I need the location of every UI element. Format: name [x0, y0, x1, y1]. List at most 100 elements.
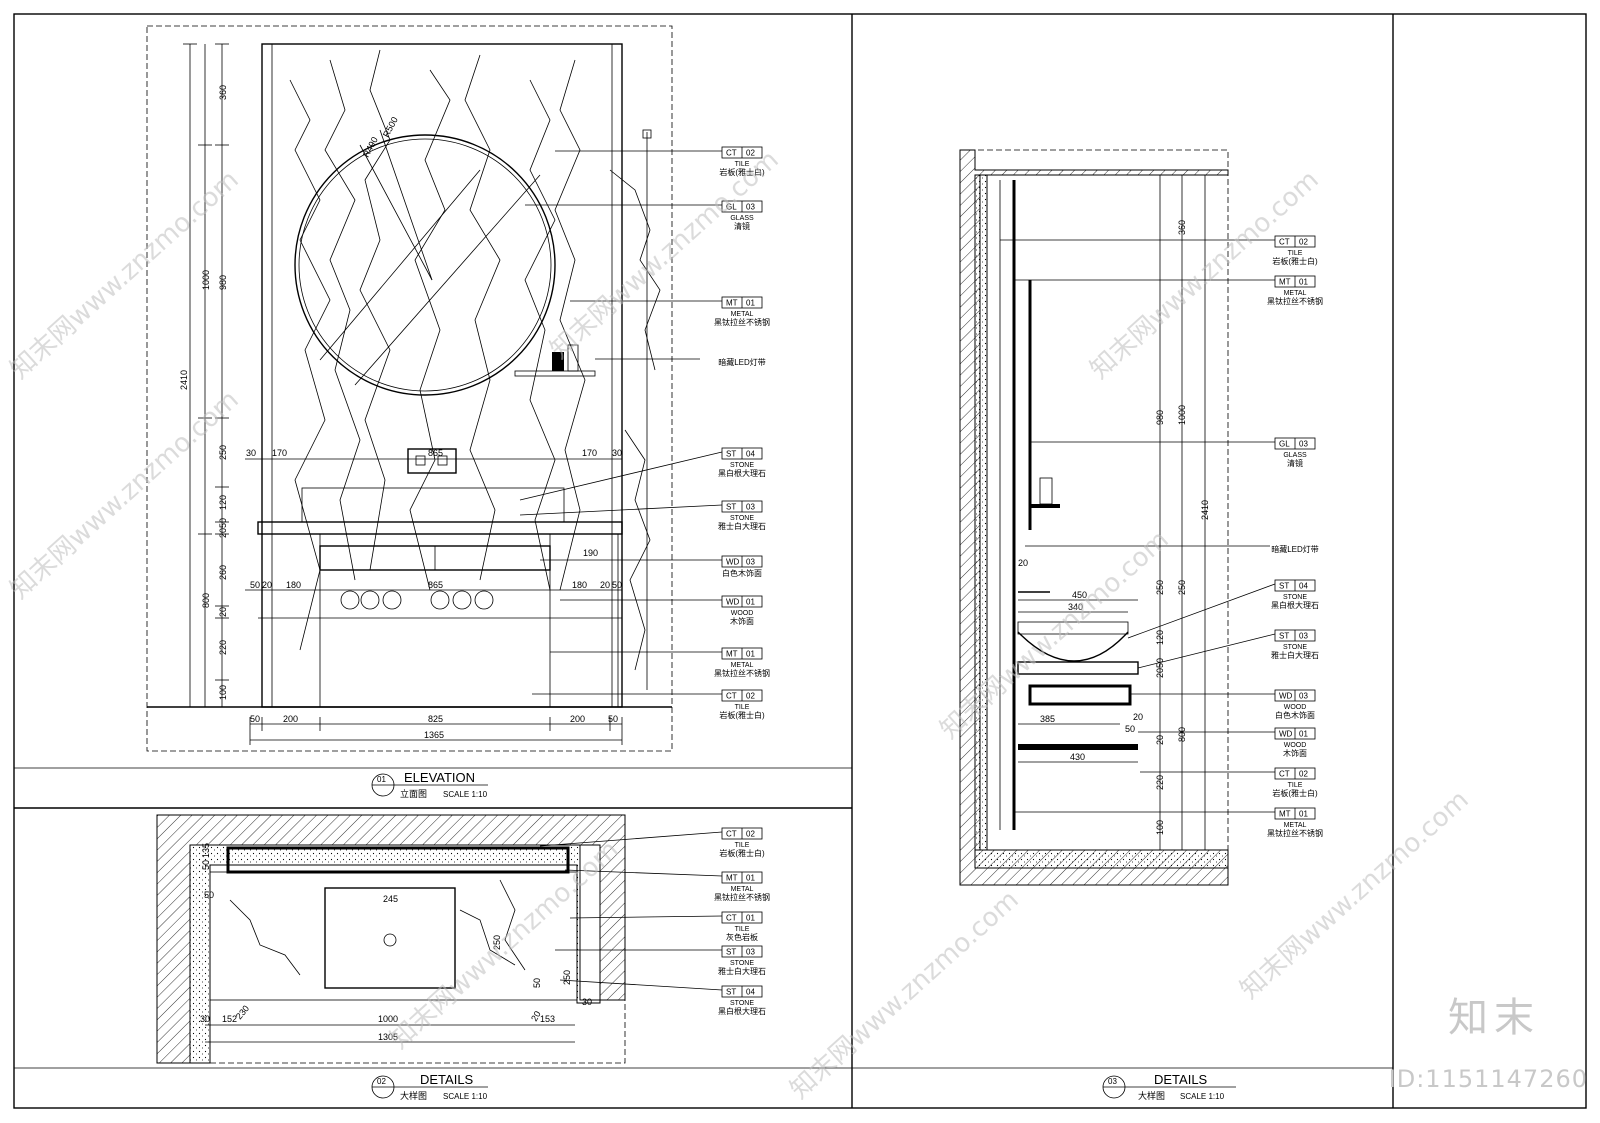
- radius-leader-2: [359, 144, 433, 281]
- dim-inner-50a: 50: [250, 580, 260, 590]
- tag-number: 03: [746, 203, 755, 212]
- decor-towel-rolls: [340, 590, 494, 610]
- tag-code: WD: [726, 558, 740, 567]
- brand-watermark: 知末: [1448, 995, 1540, 1041]
- tag-number: 01: [746, 914, 755, 923]
- tag-chinese: 暗藏LED灯带: [1271, 544, 1319, 554]
- watermark-text: 知末网www.znzmo.com: [5, 385, 245, 605]
- tag-chinese: 黑钛拉丝不锈钢: [714, 317, 770, 327]
- faucet-plate: [407, 448, 457, 474]
- plan-dim-135: 135: [201, 843, 211, 858]
- sheet-border: [13, 13, 1587, 1109]
- plan-dim-30b: 30: [582, 997, 592, 1007]
- tag-code: ST: [726, 988, 736, 997]
- tag-english: STONE: [730, 462, 754, 469]
- tag-english: GLASS: [730, 215, 754, 222]
- tag-chinese: 黑钛拉丝不锈钢: [714, 892, 770, 902]
- tag-number: 01: [746, 650, 755, 659]
- tag-number: 01: [1299, 730, 1308, 739]
- section-dim-120: 120: [1155, 630, 1165, 645]
- tag-code: ST: [1279, 632, 1289, 641]
- tag-code: WD: [1279, 730, 1293, 739]
- section-basin: [1017, 631, 1129, 662]
- tag-english: WOOD: [731, 610, 754, 617]
- tag-code: ST: [726, 503, 736, 512]
- dim-inner-170b: 170: [582, 448, 597, 458]
- tag-chinese: 清镜: [1287, 458, 1303, 468]
- round-mirror: [294, 134, 556, 396]
- tag-code: CT: [1279, 770, 1290, 779]
- section-leaders: [1000, 239, 1276, 813]
- watermark-text: 知末网www.znzmo.com: [785, 885, 1025, 1105]
- caption-view-03: 03 DETAILS 大样图 SCALE 1:10: [1102, 1072, 1236, 1101]
- tag-english: TILE: [735, 926, 750, 933]
- tag-chinese: 岩板(雅士白): [1272, 788, 1318, 798]
- dim-980: 980: [218, 275, 228, 290]
- dim-100: 100: [218, 685, 228, 700]
- plan-dim-250b: 250: [562, 970, 572, 985]
- tag-code: ST: [726, 948, 736, 957]
- section-lower-shelf: [1018, 744, 1138, 750]
- tag-code: MT: [726, 874, 738, 883]
- dim-220: 220: [218, 640, 228, 655]
- tag-number: 02: [746, 149, 755, 158]
- tag-code: CT: [726, 149, 737, 158]
- elevation-leaders: [519, 150, 723, 695]
- tag-chinese: 白色木饰面: [722, 568, 762, 578]
- caption-title: DETAILS: [420, 1072, 474, 1087]
- plan-basin: [324, 887, 456, 989]
- caption-subtitle: 立面图: [400, 788, 427, 799]
- material-tag: 暗藏LED灯带: [718, 357, 766, 367]
- section-dim-20a: 20: [1018, 558, 1028, 568]
- dim-2050: 2050: [218, 518, 228, 538]
- section-dim-980: 980: [1155, 410, 1165, 425]
- dim-inner-50b: 50: [612, 580, 622, 590]
- section-dim-250a: 250: [1155, 580, 1165, 595]
- bottle-2: [567, 344, 579, 372]
- marble-veining: [289, 49, 661, 671]
- watermark-text: 知末网www.znzmo.com: [1235, 785, 1475, 1005]
- tag-code: WD: [726, 598, 740, 607]
- section-dim-430: 430: [1070, 752, 1085, 762]
- caption-number: 02: [377, 1077, 386, 1086]
- dim-1000: 1000: [201, 270, 211, 290]
- tag-code: GL: [1279, 440, 1290, 449]
- tag-number: 03: [746, 503, 755, 512]
- plan-dim-50b: 50: [204, 890, 214, 900]
- caption-subtitle: 大样图: [400, 1090, 427, 1101]
- tag-english: METAL: [731, 311, 754, 318]
- material-tag: 暗藏LED灯带: [1271, 544, 1319, 554]
- plan-dim-245: 245: [383, 894, 398, 904]
- tag-chinese: 黑钛拉丝不锈钢: [714, 668, 770, 678]
- round-mirror-inner: [298, 138, 552, 392]
- plan-dim-152: 152: [222, 1014, 237, 1024]
- section-dim-360: 360: [1177, 220, 1187, 235]
- tag-english: TILE: [735, 161, 750, 168]
- elevation-dim-chain-left: 360 1000 980 2410 250 120 2050 260 800 2…: [179, 43, 229, 708]
- tag-code: CT: [1279, 238, 1290, 247]
- tag-chinese: 雅士白大理石: [718, 521, 766, 531]
- tag-chinese: 黑白根大理石: [718, 1006, 766, 1016]
- dim-inner-30b: 30: [612, 448, 622, 458]
- radius-label-r500: R500: [381, 115, 400, 139]
- tag-english: STONE: [730, 960, 754, 967]
- dim-120: 120: [218, 495, 228, 510]
- mirror-reflection-1: [319, 169, 481, 361]
- tag-number: 03: [746, 948, 755, 957]
- vanity-countertop: [257, 521, 623, 535]
- dim-inner-170a: 170: [272, 448, 287, 458]
- plan-dim-30: 30: [200, 1014, 210, 1024]
- dim-2410: 2410: [179, 370, 189, 390]
